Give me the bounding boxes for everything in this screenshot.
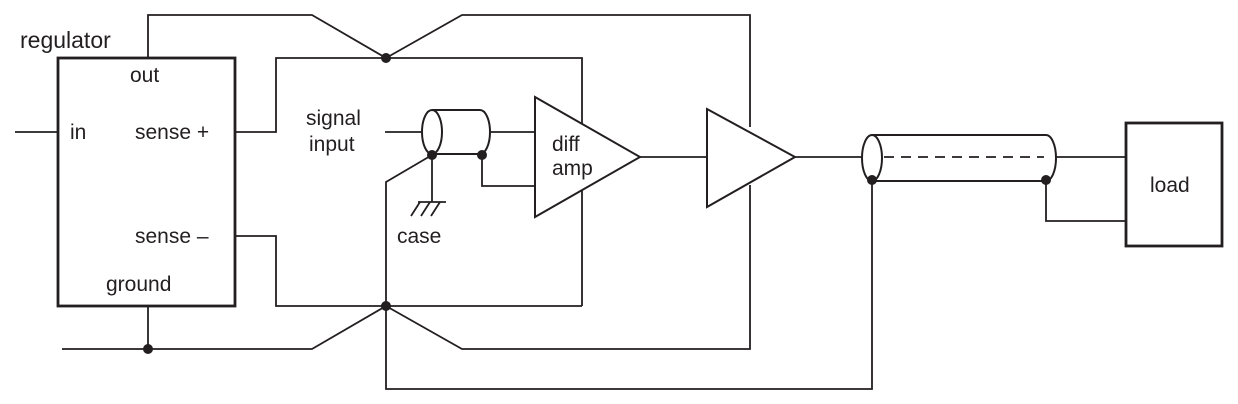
main-amp-triangle-icon <box>706 107 798 209</box>
wire-sense-minus-rail <box>236 235 582 307</box>
regulator-box <box>56 56 237 308</box>
signal-input-label-line1: signal <box>306 107 361 130</box>
junction-dot-icon <box>1041 175 1051 185</box>
output-cable <box>861 134 1057 182</box>
diff-amp-label-line1: diff <box>552 133 580 156</box>
junction-dot-icon <box>381 53 391 63</box>
wires <box>15 14 1126 390</box>
junction-dot-icon <box>867 175 877 185</box>
ground-symbol-icon <box>410 201 446 217</box>
wire-ground-rail <box>62 185 751 350</box>
junction-dots <box>143 53 1051 354</box>
load-block: load <box>1124 121 1224 248</box>
wire-cable-return <box>1045 180 1126 222</box>
case-label: case <box>397 225 441 248</box>
junction-dot-icon <box>427 150 437 160</box>
regulator-pin-sense-plus: sense + <box>135 121 209 144</box>
diff-amp-label-line2: amp <box>552 157 593 180</box>
regulator-pin-out: out <box>130 64 159 87</box>
diff-amp: diff amp <box>534 95 643 219</box>
load-label: load <box>1150 174 1190 197</box>
output-cable-body <box>872 134 1057 182</box>
coax-connector-face <box>421 109 443 155</box>
regulator-pin-sense-minus: sense – <box>135 225 209 248</box>
junction-dot-icon <box>143 344 153 354</box>
coax-connector-icon <box>421 109 491 155</box>
load-box <box>1124 121 1224 248</box>
output-cable-near-face <box>861 134 883 182</box>
wire-coax-second <box>481 155 535 187</box>
regulator-pin-in: in <box>70 121 86 144</box>
signal-input-label-line2: input <box>309 133 355 156</box>
wire-shield-return <box>385 154 873 390</box>
regulator-title: regulator <box>20 27 111 53</box>
regulator-pin-ground: ground <box>106 273 171 296</box>
wire-sense-plus-rail <box>236 57 583 306</box>
regulator-block: regulator out in sense + sense – ground <box>20 27 237 308</box>
junction-dot-icon <box>477 150 487 160</box>
triangle-amplifier-icon <box>534 95 643 219</box>
junction-dot-icon <box>381 301 391 311</box>
